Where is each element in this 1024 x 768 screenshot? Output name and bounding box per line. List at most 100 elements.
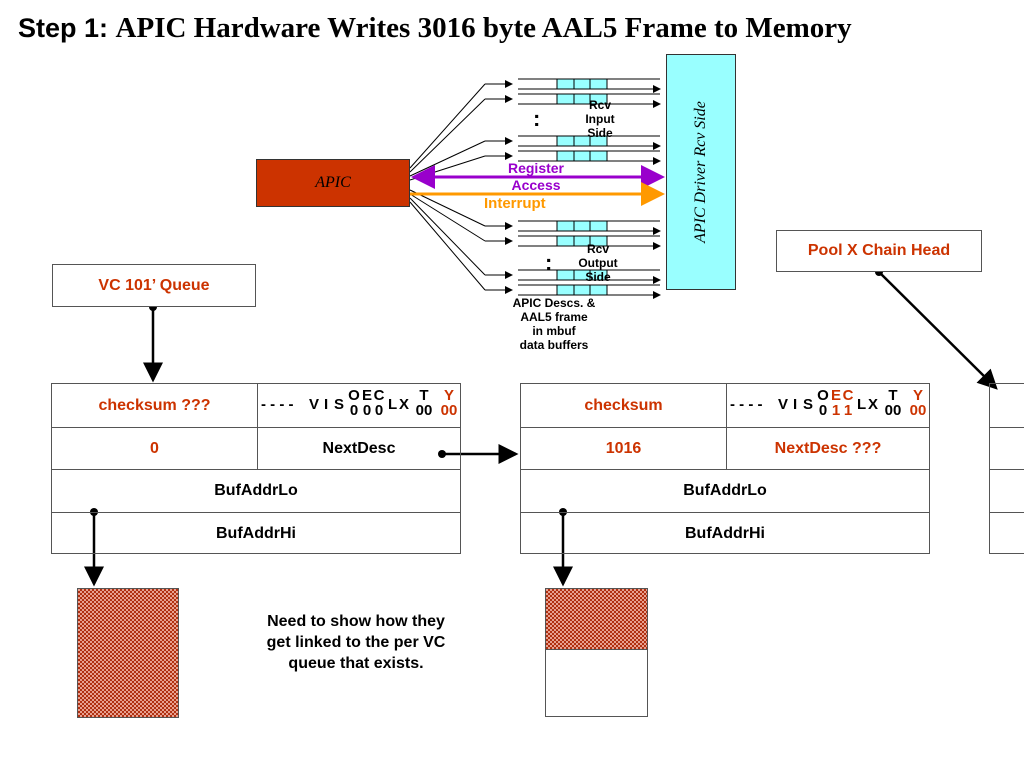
descriptor-3-partial	[989, 383, 1024, 554]
apic-descs-line3: in mbuf	[532, 324, 576, 338]
desc2-row-next: 1016 NextDesc ???	[521, 427, 929, 469]
apic-descs-label: APIC Descs. & AAL5 frame in mbuf data bu…	[496, 296, 612, 352]
note-text: Need to show how they get linked to the …	[248, 611, 464, 674]
desc2-e-label: E	[830, 387, 841, 404]
desc3-row-3	[990, 469, 1024, 512]
desc1-buf-hi: BufAddrHi	[52, 512, 460, 554]
desc1-t-val: 00	[415, 402, 433, 419]
desc1-flag-v: V	[309, 396, 320, 413]
desc2-t-label: T	[888, 387, 898, 404]
desc2-flag-x: X	[868, 396, 879, 413]
desc2-count: 1016	[605, 439, 642, 457]
rcv-input-line3: Side	[587, 126, 613, 140]
driver-label: APIC Driver Rcv Side	[692, 101, 709, 243]
desc2-y-val: 00	[909, 402, 927, 419]
desc1-y-val: 00	[440, 402, 458, 419]
desc1-c-label: C	[373, 387, 385, 404]
pool-chain-pointer	[878, 271, 998, 390]
rcv-input-label: Rcv Input Side	[580, 98, 620, 140]
desc1-dashes: - - - -	[261, 396, 294, 413]
desc1-flag-l: L	[388, 396, 398, 413]
pool-chain-head-box: Pool X Chain Head	[776, 230, 982, 272]
desc2-buf-hi: BufAddrHi	[521, 512, 929, 554]
register-access-line2: Access	[511, 177, 561, 193]
desc2-dashes: - - - -	[730, 396, 763, 413]
desc3-row-1	[990, 384, 1024, 427]
desc2-flag-s: S	[803, 396, 814, 413]
note-line3: queue that exists.	[288, 655, 424, 672]
desc1-y-label: Y	[443, 387, 454, 404]
rcv-output-label: Rcv Output Side	[572, 242, 624, 284]
desc1-flag-x: X	[399, 396, 410, 413]
rcv-output-fan	[409, 189, 513, 294]
interrupt-label: Interrupt	[484, 195, 546, 212]
desc2-t-val: 00	[884, 402, 902, 419]
vc-queue-box: VC 101’ Queue	[52, 264, 256, 307]
desc1-buf-lo: BufAddrLo	[52, 469, 460, 512]
desc1-t-label: T	[419, 387, 429, 404]
desc1-o-val: 0	[349, 402, 359, 419]
slide-title: Step 1: APIC Hardware Writes 3016 byte A…	[18, 12, 852, 45]
desc1-checksum: checksum ???	[98, 396, 211, 414]
desc1-o-label: O	[348, 387, 360, 404]
rcv-output-buffers	[518, 220, 661, 299]
desc1-flag-s: S	[334, 396, 345, 413]
data-buffer-1-full	[77, 588, 179, 718]
desc2-e-val: 1	[831, 402, 841, 419]
desc1-c-val: 0	[374, 402, 384, 419]
desc1-e-label: E	[361, 387, 372, 404]
desc2-next: NextDesc ???	[726, 428, 929, 469]
rcv-output-line2: Output	[578, 256, 618, 270]
rcv-input-buffers	[518, 78, 661, 165]
title-step: Step 1:	[18, 13, 116, 43]
desc2-y-label: Y	[912, 387, 923, 404]
apic-descs-line1: APIC Descs. &	[512, 296, 596, 310]
desc2-c-label: C	[842, 387, 854, 404]
desc3-row-2	[990, 427, 1024, 469]
input-ellipsis: :	[533, 106, 541, 131]
register-access-line1: Register	[507, 160, 565, 176]
note-line1: Need to show how they	[267, 613, 445, 630]
desc2-flag-v: V	[778, 396, 789, 413]
desc2-flag-i: I	[793, 396, 798, 413]
apic-label: APIC	[315, 174, 351, 191]
apic-descs-line2: AAL5 frame	[520, 310, 588, 324]
desc2-c-val: 1	[843, 402, 853, 419]
desc2-o-label: O	[817, 387, 829, 404]
desc1-row-next: 0 NextDesc	[52, 427, 460, 469]
desc1-next: NextDesc	[257, 428, 460, 469]
rcv-output-line1: Rcv	[586, 242, 609, 256]
desc2-checksum: checksum	[584, 396, 663, 414]
desc2-o-val: 0	[818, 402, 828, 419]
rcv-input-line2: Input	[585, 112, 615, 126]
apic-descs-line4: data buffers	[519, 338, 589, 352]
desc2-buf-lo: BufAddrLo	[521, 469, 929, 512]
apic-box: APIC	[256, 159, 410, 207]
apic-driver-box: APIC Driver Rcv Side	[666, 54, 736, 290]
vc-queue-label: VC 101’ Queue	[98, 276, 210, 294]
data-buffer-2-filled	[546, 589, 647, 650]
desc3-row-4	[990, 512, 1024, 554]
title-text: APIC Hardware Writes 3016 byte AAL5 Fram…	[115, 12, 852, 44]
note-line2: get linked to the per VC	[266, 634, 446, 651]
rcv-input-line1: Rcv	[588, 98, 611, 112]
output-ellipsis: :	[545, 250, 553, 275]
register-access-label: Register Access	[496, 160, 576, 194]
desc2-flag-l: L	[857, 396, 867, 413]
